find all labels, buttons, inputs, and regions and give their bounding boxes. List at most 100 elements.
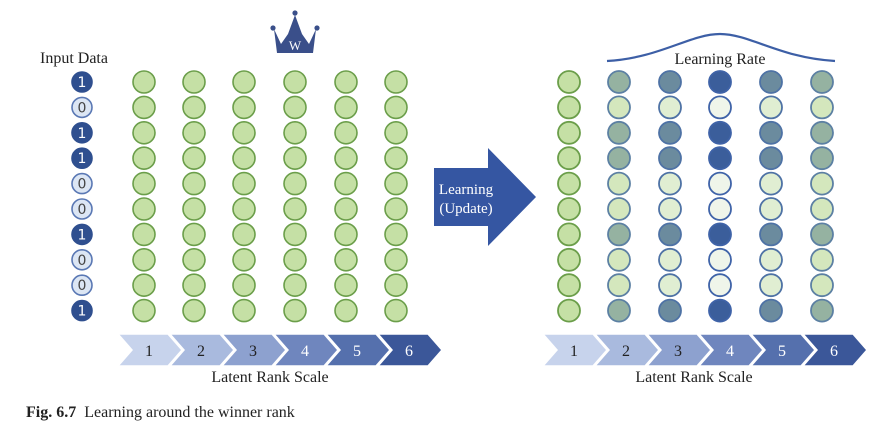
node [232,197,256,221]
rank-chevron-label: 3 [249,343,257,360]
node [334,273,358,298]
node [658,95,682,120]
rank-chevron-label: 1 [570,343,578,360]
node [658,247,682,272]
rank-chevron-shape [541,333,608,367]
node [334,95,358,120]
node [334,121,358,145]
rank-chevron: 1 [116,333,183,367]
node [658,120,682,145]
node [334,171,358,196]
node [708,70,732,94]
rank-chevron: 6 [376,333,443,367]
right-scale-label: Latent Rank Scale [635,369,752,386]
node [232,70,256,94]
rank-chevron: 6 [801,333,868,367]
input-bit-value: 0 [78,100,87,116]
node [557,95,581,120]
node [557,120,581,145]
node [759,273,783,298]
learning-update-arrow: Learning (Update) [434,148,536,246]
node [708,95,732,120]
node [557,298,581,323]
node [334,247,358,272]
rank-chevron-shape [645,333,712,367]
node [759,120,783,145]
rank-chevron-label: 1 [145,343,153,360]
node [708,247,732,272]
left-rank-column [283,70,307,323]
node [283,247,307,272]
node [557,247,581,272]
node [283,197,307,221]
node [384,197,408,221]
figure-caption: Fig. 6.7 Learning around the winner rank [26,404,295,422]
input-bit: 1 [71,122,93,144]
node [607,70,631,94]
node [557,197,581,221]
node [607,95,631,120]
node [283,70,307,94]
node [232,298,256,323]
node [334,70,358,94]
input-bit: 1 [71,71,93,93]
node [182,146,206,170]
rank-chevron-shape [593,333,660,367]
input-bit-value: 1 [78,151,87,167]
input-bit: 1 [71,299,93,322]
node [283,222,307,247]
rank-chevron-label: 6 [405,343,413,360]
node [182,197,206,221]
left-rank-column [384,70,408,323]
rank-chevron-shape [324,333,391,367]
rank-chevron: 5 [749,333,816,367]
rank-chevron-shape [168,333,235,367]
node [759,70,783,94]
node [759,222,783,247]
input-bit-circle [71,172,93,195]
rank-chevron-label: 5 [778,343,786,360]
node [810,273,834,298]
node [708,273,732,298]
node [658,273,682,298]
input-bit: 0 [71,274,93,297]
node [182,247,206,272]
node [759,171,783,196]
node [810,171,834,196]
node [182,121,206,145]
rank-chevron-shape [116,333,183,367]
node [334,222,358,247]
input-bit-value: 0 [78,177,87,193]
rank-chevron-label: 4 [726,343,734,360]
input-bit-circle [71,147,93,169]
learning-rate-curve [606,32,836,63]
right-rank-column [607,70,631,323]
input-bit-circle [71,299,93,322]
figure-caption-text: Learning around the winner rank [84,404,295,421]
node [182,70,206,94]
rank-chevron-label: 2 [197,343,205,360]
node [557,70,581,94]
node [557,146,581,171]
arrow-label-line1: Learning [439,182,494,198]
node [708,298,732,323]
input-bit-circle [71,248,93,271]
input-bit: 1 [71,223,93,246]
node [132,197,156,221]
right-node-grid [557,70,834,323]
node [283,171,307,196]
node [132,95,156,120]
left-node-grid [132,70,408,323]
input-bit: 0 [71,248,93,271]
figure-number: Fig. 6.7 [26,404,77,421]
node [283,146,307,170]
node [384,273,408,298]
node [810,70,834,94]
input-bit-value: 0 [78,278,87,294]
node [232,222,256,247]
node [384,298,408,323]
